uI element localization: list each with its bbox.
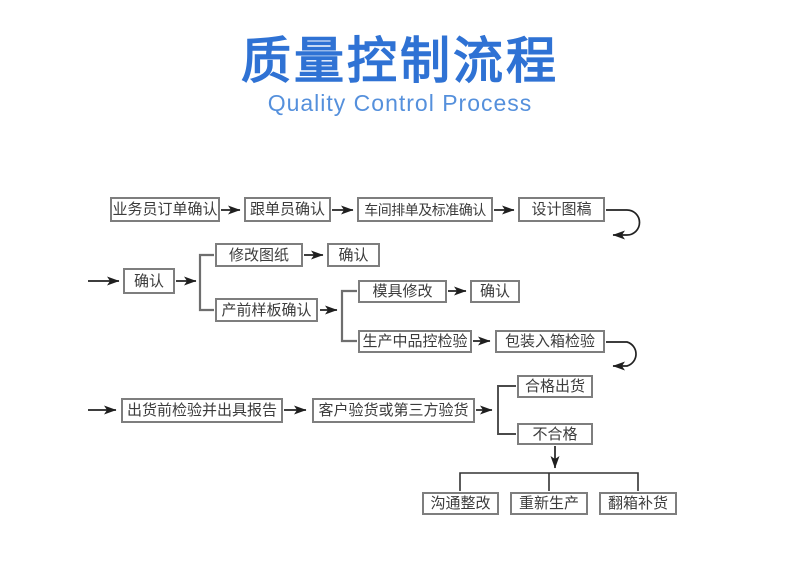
node-label: 车间排单及标准确认	[364, 201, 486, 218]
node-label: 客户验货或第三方验货	[318, 402, 469, 419]
node-in-production-qc-inspection: 生产中品控检验	[358, 330, 472, 353]
node-box-replenishment: 翻箱补货	[599, 492, 677, 515]
node-communication-rectification: 沟通整改	[422, 492, 499, 515]
node-label: 生产中品控检验	[362, 333, 468, 350]
node-workshop-scheduling-standard-confirm: 车间排单及标准确认	[357, 197, 493, 222]
node-label: 确认	[133, 272, 164, 290]
page-subtitle: Quality Control Process	[267, 90, 533, 116]
node-re-production: 重新生产	[510, 492, 588, 515]
node-label: 包装入箱检验	[504, 333, 595, 350]
node-confirm-2: 确认	[327, 243, 380, 267]
node-pre-shipment-inspection-with-report: 出货前检验并出具报告	[121, 398, 283, 423]
node-label: 产前样板确认	[221, 301, 312, 319]
uturn-arrow-2	[606, 341, 637, 371]
node-label: 设计图稿	[531, 201, 592, 218]
node-label: 业务员订单确认	[112, 201, 218, 218]
node-label: 确认	[479, 283, 510, 300]
bracket-unqualified-split	[459, 472, 639, 491]
node-label: 合格出货	[524, 378, 585, 395]
node-sales-order-confirmation: 业务员订单确认	[110, 197, 220, 222]
node-mold-modification: 模具修改	[358, 280, 447, 303]
node-design-draft: 设计图稿	[518, 197, 605, 222]
branch-brackets	[198, 253, 357, 343]
node-merchandiser-confirmation: 跟单员确认	[244, 197, 331, 222]
node-label: 翻箱补货	[607, 495, 668, 512]
arrow-lines	[88, 205, 641, 469]
node-label: 确认	[338, 246, 369, 264]
node-packing-into-box-inspection: 包装入箱检验	[495, 330, 605, 353]
node-revise-drawing: 修改图纸	[215, 243, 303, 267]
uturn-arrow-1	[606, 209, 641, 240]
node-confirm-3: 确认	[470, 280, 520, 303]
node-label: 出货前检验并出具报告	[126, 402, 277, 419]
bracket-after-sample	[340, 289, 357, 343]
node-customer-or-third-party-inspection: 客户验货或第三方验货	[312, 398, 475, 423]
node-qualified-shipment: 合格出货	[517, 375, 593, 398]
node-label: 重新生产	[518, 495, 579, 512]
node-label: 模具修改	[372, 283, 433, 300]
bracket-after-confirm1	[198, 253, 214, 312]
node-label: 修改图纸	[228, 246, 289, 264]
node-unqualified: 不合格	[517, 423, 593, 445]
node-label: 不合格	[532, 425, 578, 443]
node-confirm-1: 确认	[123, 268, 175, 294]
bracket-after-customer	[497, 385, 516, 435]
page-title: 质量控制流程	[241, 33, 559, 89]
node-label: 沟通整改	[430, 495, 491, 512]
node-label: 跟单员确认	[249, 201, 325, 218]
node-pre-production-sample-confirmation: 产前样板确认	[215, 298, 318, 322]
